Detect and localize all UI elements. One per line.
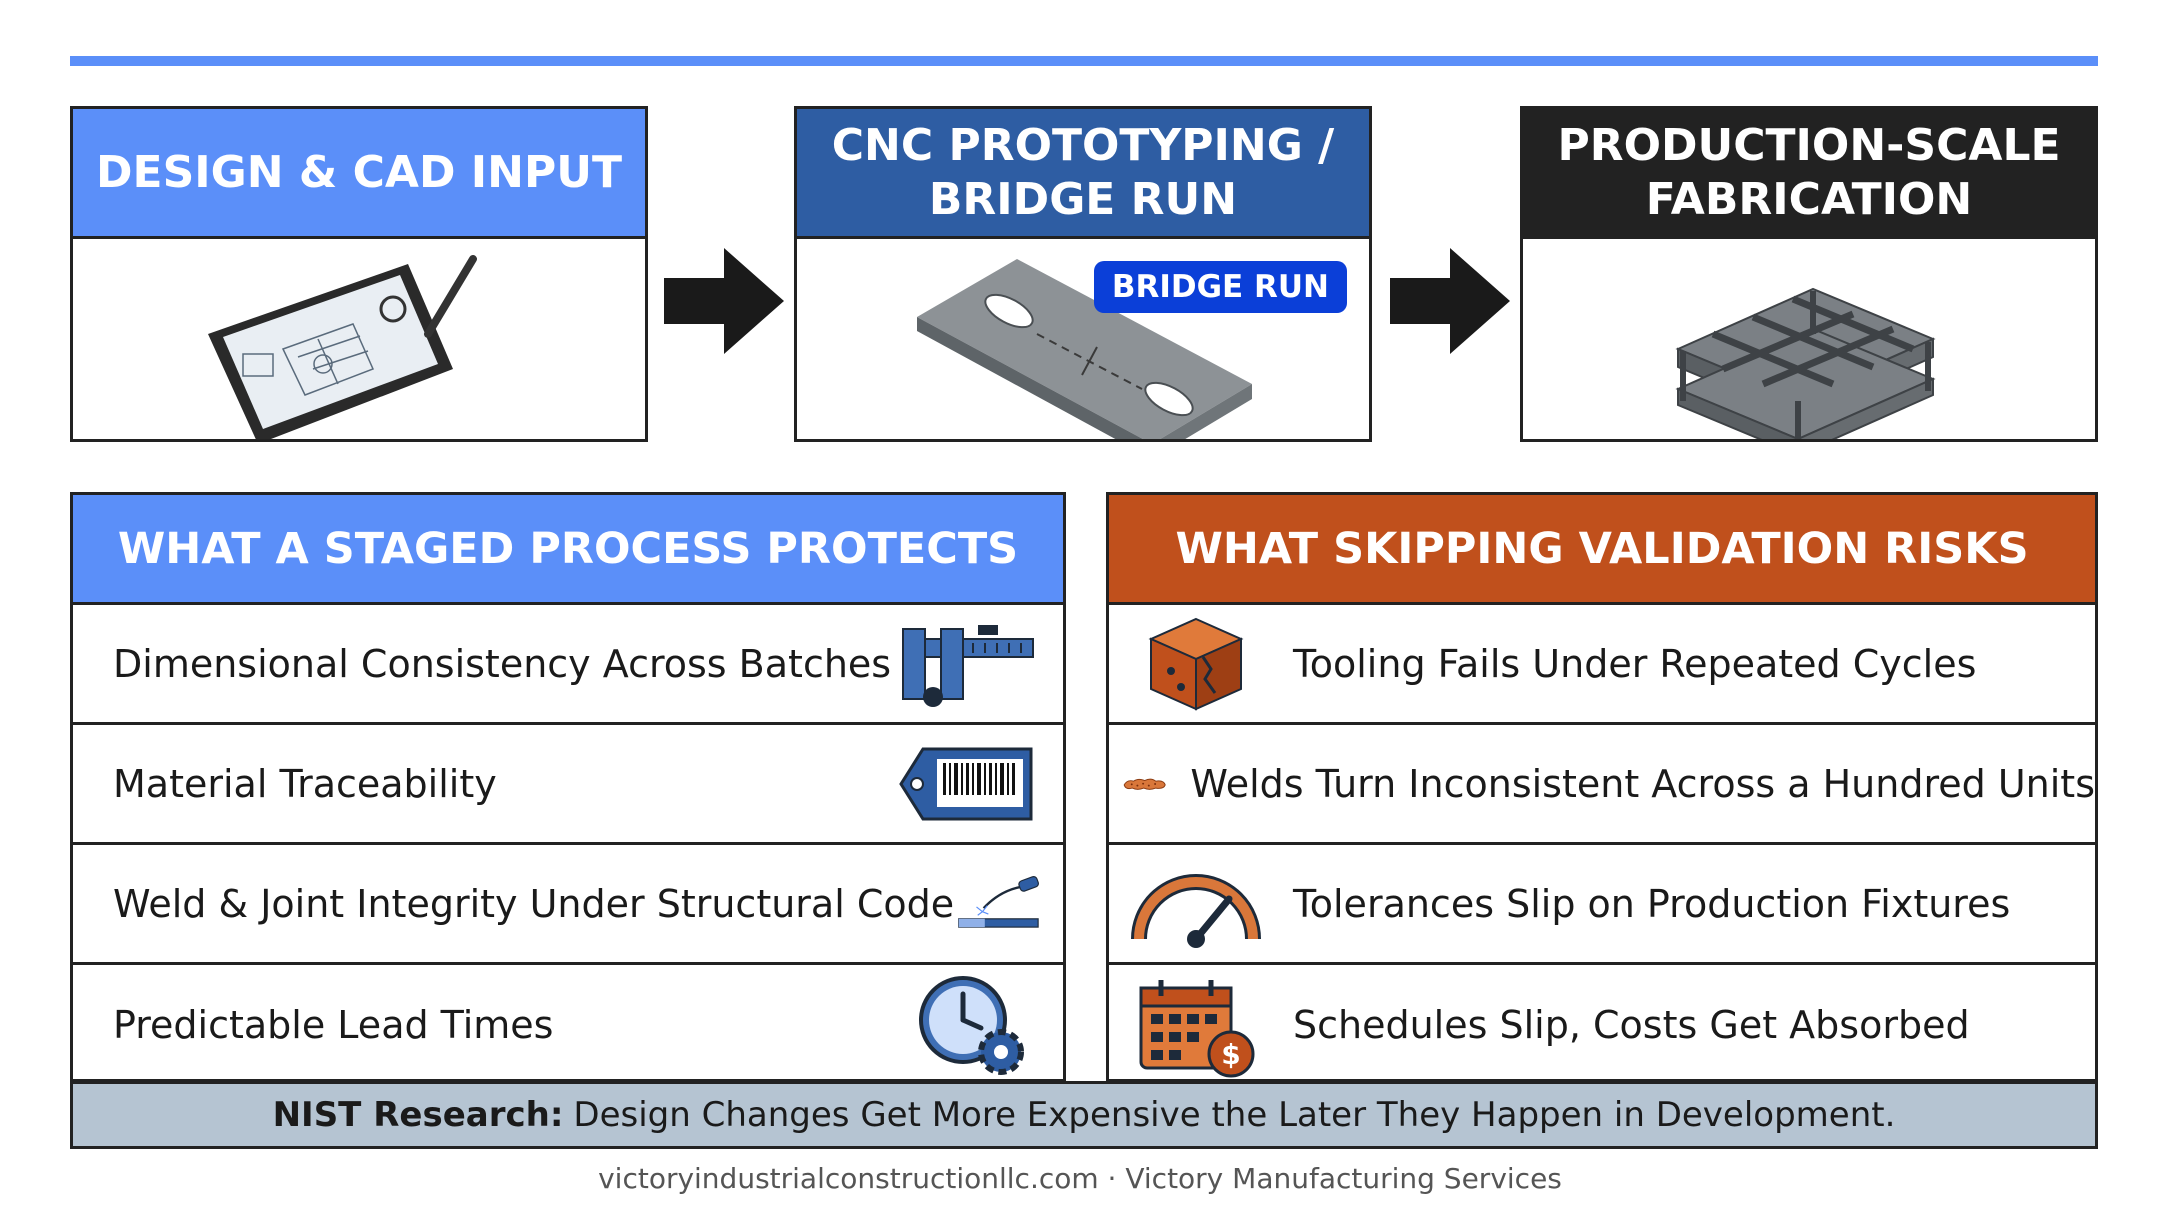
caliper-icon (902, 624, 1034, 707)
stage-production-fabrication: PRODUCTION-SCALE FABRICATION (1520, 106, 2098, 442)
list-item-text: Welds Turn Inconsistent Across a Hundred… (1190, 761, 2095, 806)
list-item: Welds Turn Inconsistent Across a Hundred… (1109, 725, 2095, 845)
source-credit: victoryindustrialconstructionllc.com · V… (598, 1162, 1562, 1195)
list-item-text: Tolerances Slip on Production Fixtures (1293, 881, 2011, 926)
stage-title-line: FABRICATION (1645, 173, 1973, 225)
list-item: Material Traceability (73, 725, 1063, 845)
stage-title-line: PRODUCTION-SCALE (1557, 119, 2061, 171)
steel-frame-icon (1675, 287, 1936, 439)
stage-title-line: CNC PROTOTYPING / (831, 119, 1335, 171)
list-item: Tooling Fails Under Repeated Cycles (1109, 605, 2095, 725)
list-item-text: Weld & Joint Integrity Under Structural … (113, 881, 955, 926)
stage-cnc-prototyping: CNC PROTOTYPING / BRIDGE RUN BRIDGE RUN (794, 106, 1372, 442)
stage-title-line: BRIDGE RUN (928, 173, 1238, 225)
stage-design-cad: DESIGN & CAD INPUT (70, 106, 648, 442)
risks-panel: WHAT SKIPPING VALIDATION RISKS Tooling F… (1106, 492, 2098, 1082)
list-item-text: Schedules Slip, Costs Get Absorbed (1293, 1003, 1970, 1047)
weld-bead-icon (1123, 778, 1166, 790)
protects-title: WHAT A STAGED PROCESS PROTECTS (73, 495, 1063, 605)
risks-title: WHAT SKIPPING VALIDATION RISKS (1109, 495, 2095, 605)
list-item: Dimensional Consistency Across Batches (73, 605, 1063, 725)
steel-plate-icon (917, 259, 1252, 439)
nist-label: NIST Research: (272, 1095, 564, 1135)
top-rule (70, 56, 2098, 66)
barcode-tag-icon (899, 747, 1033, 820)
list-item-text: Predictable Lead Times (113, 1003, 554, 1047)
list-item: $ Schedules Slip, Costs Get Absorbed (1109, 965, 2095, 1085)
list-item: Weld & Joint Integrity Under Structural … (73, 845, 1063, 965)
list-item-text: Material Traceability (113, 761, 497, 806)
nist-note: NIST Research: Design Changes Get More E… (70, 1081, 2098, 1149)
list-item: Predictable Lead Times (73, 965, 1063, 1085)
list-item: Tolerances Slip on Production Fixtures (1109, 845, 2095, 965)
protects-panel: WHAT A STAGED PROCESS PROTECTS Dimension… (70, 492, 1066, 1082)
stage-title: DESIGN & CAD INPUT (73, 109, 645, 239)
welding-torch-icon (958, 875, 1040, 928)
bridge-run-badge: BRIDGE RUN (1093, 261, 1347, 313)
gauge-icon (1131, 873, 1261, 948)
cracked-block-icon (1148, 617, 1244, 711)
list-item-text: Tooling Fails Under Repeated Cycles (1293, 641, 1977, 686)
stage-title: PRODUCTION-SCALE FABRICATION (1523, 109, 2095, 239)
arrow-right-icon (1390, 248, 1510, 354)
calendar-cost-icon: $ (1139, 980, 1255, 1078)
stage-title: CNC PROTOTYPING / BRIDGE RUN (797, 109, 1369, 239)
svg-text:$: $ (1221, 1038, 1240, 1071)
arrow-right-icon (664, 248, 784, 354)
clock-gear-icon (919, 976, 1024, 1075)
list-item-text: Dimensional Consistency Across Batches (113, 641, 892, 686)
nist-text: Design Changes Get More Expensive the La… (573, 1095, 1896, 1135)
tablet-cad-icon (208, 255, 477, 439)
stage-title-line: DESIGN & CAD INPUT (96, 146, 622, 198)
